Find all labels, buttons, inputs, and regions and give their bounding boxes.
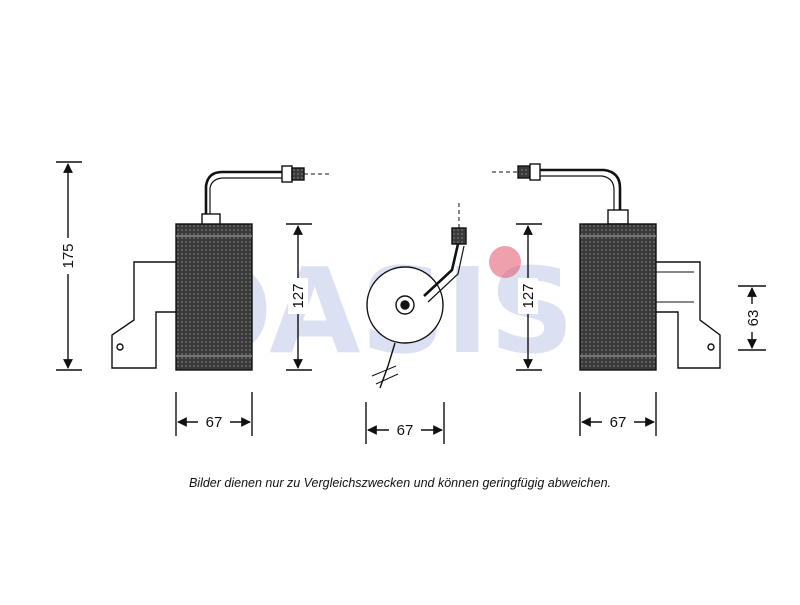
right-drier-body — [579, 223, 657, 371]
left-height-label: 175 — [60, 243, 77, 268]
right-pipe — [540, 168, 622, 212]
left-view — [56, 161, 330, 436]
center-port-inner — [400, 300, 410, 310]
left-body-height-label: 127 — [290, 283, 307, 308]
center-pipe-thread — [451, 227, 467, 245]
right-pipe-thread — [517, 165, 531, 179]
watermark-dot — [489, 246, 521, 278]
center-port-outer — [395, 295, 415, 315]
left-bracket-hole — [116, 343, 124, 351]
right-pipe-nut — [529, 163, 541, 181]
right-view — [492, 163, 766, 436]
right-bracket-hole — [707, 343, 715, 351]
disclaimer-caption: Bilder dienen nur zu Vergleichszwecken u… — [188, 476, 612, 490]
right-width-label: 67 — [610, 414, 627, 431]
left-top-fitting — [201, 213, 221, 225]
right-body-height-label: 127 — [520, 283, 537, 308]
left-width-label: 67 — [206, 414, 223, 431]
center-view — [365, 200, 467, 444]
right-top-fitting — [607, 209, 629, 225]
right-mount-bracket — [656, 261, 721, 369]
left-mount-bracket — [111, 261, 178, 369]
left-pipe — [204, 170, 282, 214]
center-width-label: 67 — [397, 422, 414, 439]
center-pipe — [423, 243, 460, 297]
left-pipe-thread — [291, 167, 305, 181]
left-pipe-nut — [281, 165, 293, 183]
left-drier-body — [175, 223, 253, 371]
right-bracket-height-label: 63 — [745, 310, 762, 327]
